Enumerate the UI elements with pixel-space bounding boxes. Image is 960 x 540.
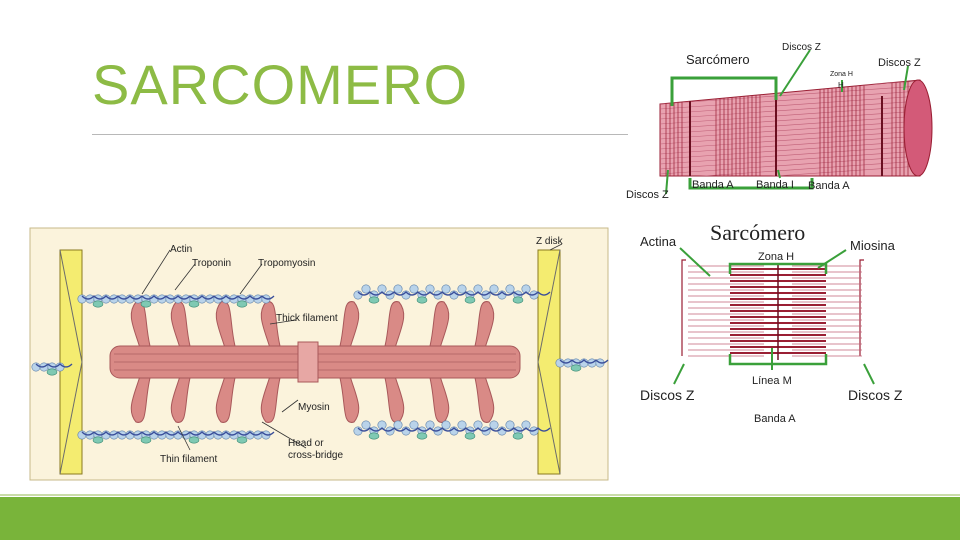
sarcomere-filaments-diagram: Sarcómero Actina Miosina Zona H Línea M … (640, 220, 903, 425)
z-discs (681, 259, 864, 356)
myosin-head (339, 301, 360, 349)
label-discos-z-right: Discos Z (878, 57, 921, 69)
thin-filaments (31, 284, 609, 444)
label-cross-bridge: cross-bridge (288, 450, 343, 461)
label-thick-filament: Thick filament (276, 313, 338, 324)
label-myosin: Myosin (298, 402, 330, 413)
z-disk-left (59, 249, 83, 475)
title-divider (92, 134, 628, 135)
sarcomere-filaments (688, 264, 862, 360)
pointer-arrows (665, 49, 909, 195)
myosin-head (130, 375, 151, 423)
label-linea-m: Línea M (752, 375, 792, 387)
label-banda-a-1: Banda A (692, 179, 734, 191)
label-discos-z-left: Discos Z (640, 387, 695, 403)
myosin-head (429, 301, 450, 349)
zone-brackets (728, 262, 828, 366)
label-miosina: Miosina (850, 238, 896, 253)
label-tropomyosin: Tropomyosin (258, 258, 315, 269)
label-actina: Actina (640, 234, 677, 249)
sarcomere-myosin-actin-diagram: Actin Troponin Tropomyosin Z disk Thick … (29, 227, 609, 481)
muscle-fiber-bands-diagram: Sarcómero Discos Z Zona H H Discos Z Dis… (626, 42, 933, 201)
label-head: Head or (288, 438, 324, 449)
label-h: H (838, 81, 844, 90)
actin-strand (555, 358, 609, 372)
myosin-head (474, 375, 495, 423)
myosin-head (339, 375, 360, 423)
label-thin-filament: Thin filament (160, 454, 217, 465)
label-banda-a-2: Banda A (808, 180, 850, 192)
myosin-head (170, 375, 191, 423)
actin-strand (77, 294, 275, 308)
actin-strand (77, 430, 275, 444)
myosin-head (260, 375, 281, 423)
label-sarcomero: Sarcómero (686, 52, 750, 67)
label-zona-h: Zona H (830, 71, 853, 78)
label-troponin: Troponin (192, 258, 231, 269)
pointer-arrows (673, 247, 875, 385)
sarcomere-bracket (670, 76, 814, 190)
slide-title: SARCOMERO (92, 53, 469, 116)
actin-strand (353, 284, 551, 304)
myosin-head (384, 301, 405, 349)
label-discos-z-right: Discos Z (848, 387, 903, 403)
label-actin: Actin (170, 244, 192, 255)
footer-bar (0, 497, 960, 540)
myosin-head (215, 375, 236, 423)
label-z-disk: Z disk (536, 236, 564, 247)
label-discos-z-left: Discos Z (626, 189, 669, 201)
label-discos-z-top: Discos Z (782, 42, 821, 53)
myosin-heads (130, 301, 495, 423)
footer-accent-line (0, 494, 960, 496)
actin-strand (31, 362, 73, 376)
label-sarcomero-title: Sarcómero (710, 220, 805, 245)
label-zona-h: Zona H (758, 251, 794, 263)
label-banda-a: Banda A (754, 413, 796, 425)
m-line-bare-zone (297, 341, 319, 383)
label-banda-i: Banda I (756, 179, 794, 191)
myosin-head (474, 301, 495, 349)
fiber-cross-section (903, 79, 933, 177)
fiber-stripes (660, 80, 921, 176)
actin-strand (353, 420, 551, 440)
